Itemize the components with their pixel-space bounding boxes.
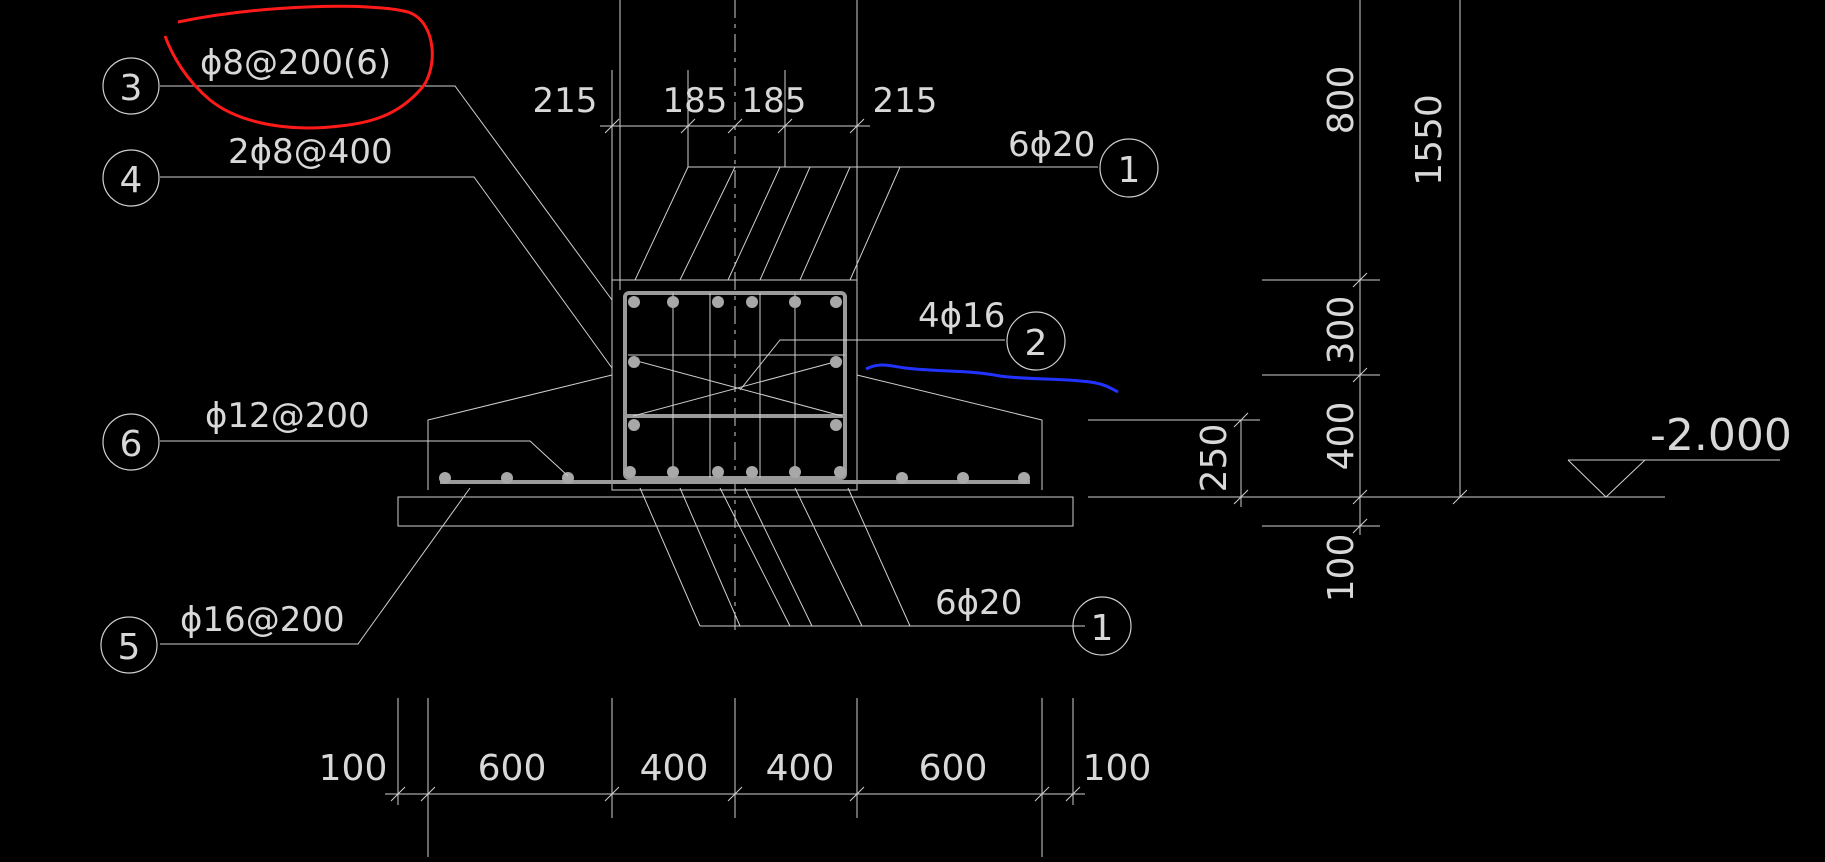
callout-spec: 2ϕ8@400 (228, 132, 393, 172)
dim-text: 100 (1321, 534, 1362, 603)
dim-text: 215 (873, 81, 938, 121)
dim-text: 400 (1321, 402, 1362, 471)
callout-spec: ϕ8@200(6) (200, 43, 391, 83)
blue-line-markup (865, 363, 1119, 394)
red-circle-markup (163, 4, 434, 130)
dim-text: 215 (533, 81, 598, 121)
dim-text: 600 (919, 748, 988, 789)
callout-number: 6 (120, 424, 143, 465)
callout-number: 1 (1091, 608, 1114, 649)
callout-number: 3 (120, 68, 143, 109)
callout-number: 5 (118, 627, 141, 668)
elevation-marker: -2.000 (1567, 410, 1792, 498)
rebar-hatch-bottom (639, 487, 1085, 627)
dim-text: 400 (640, 748, 709, 789)
callout-1-top: 1 6ϕ20 (1008, 125, 1159, 198)
callout-spec: ϕ16@200 (180, 600, 345, 640)
dim-text: 100 (319, 748, 388, 789)
dim-text: 250 (1194, 424, 1235, 493)
callout-spec: 4ϕ16 (918, 296, 1005, 336)
callout-3: 3 ϕ8@200(6) (102, 43, 391, 115)
top-dimension-chain: 215 185 185 215 (533, 70, 938, 280)
dim-text: 100 (1083, 748, 1152, 789)
callout-spec: 6ϕ20 (935, 583, 1022, 623)
rebar-dots (439, 296, 1030, 484)
dim-text: 800 (1321, 66, 1362, 135)
callout-number: 4 (120, 160, 143, 201)
dim-text: 600 (478, 748, 547, 789)
callout-4: 4 2ϕ8@400 (102, 132, 393, 207)
callout-6: 6 ϕ12@200 (102, 396, 370, 471)
callout-number: 1 (1118, 150, 1141, 191)
elevation-text: -2.000 (1650, 410, 1792, 461)
dim-text: 185 (663, 81, 728, 121)
blinding-layer (397, 496, 1074, 527)
dim-text: 400 (766, 748, 835, 789)
callout-1-bottom: 1 6ϕ20 (935, 583, 1132, 656)
bottom-dimension-chain: 100 600 400 400 600 100 (319, 698, 1152, 857)
reinforcement-cage (440, 291, 1030, 484)
callout-number: 2 (1025, 323, 1048, 364)
callout-spec: ϕ12@200 (205, 396, 370, 436)
dim-text: 185 (742, 81, 807, 121)
callout-5: 5 ϕ16@200 (100, 600, 345, 674)
dim-text: 300 (1321, 296, 1362, 365)
rebar-hatch-top (634, 166, 901, 281)
dim-text: 1550 (1409, 94, 1450, 186)
footing-outline (397, 279, 1665, 527)
callout-2: 2 4ϕ16 (918, 296, 1066, 371)
leader-lines (160, 85, 1098, 645)
right-dimension-chain: 800 1550 300 400 250 100 (1194, 0, 1468, 603)
callout-spec: 6ϕ20 (1008, 125, 1095, 165)
